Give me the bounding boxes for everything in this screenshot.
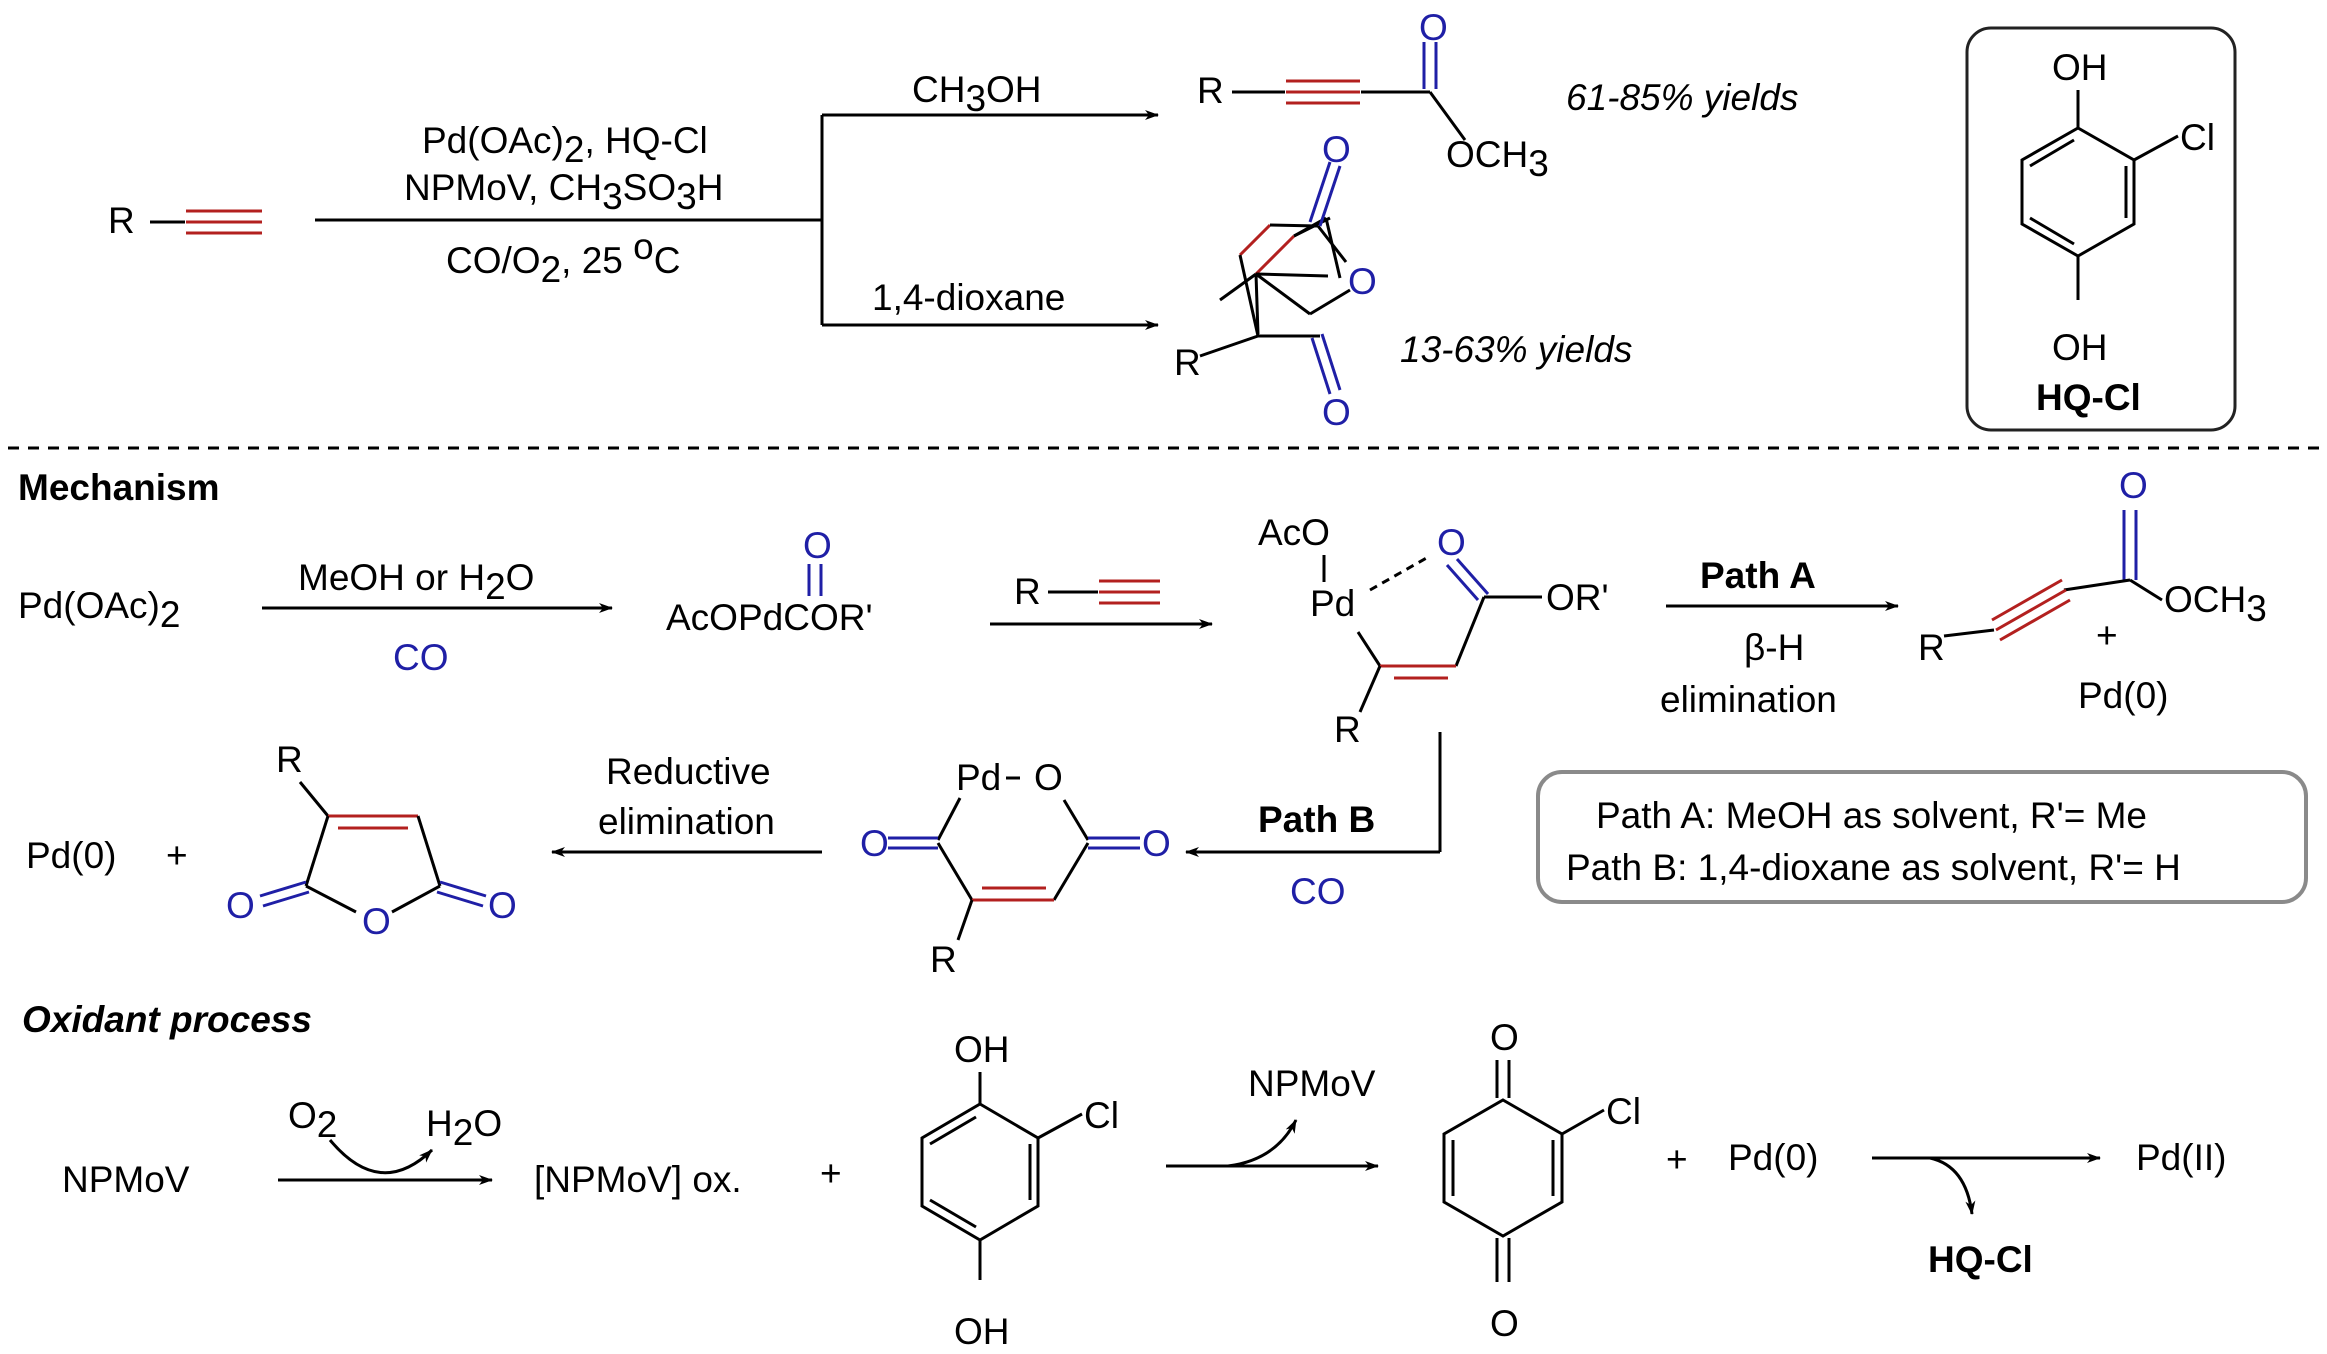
re-label1: Reductive (606, 751, 771, 792)
pathA-product: O OCH3 R + Pd(0) (1918, 465, 2267, 716)
oxidant-curve3 (1929, 1156, 1976, 1215)
top-reaction: R Pd(OAc)2, HQ-Cl NPMoV, CH3SO3H CO/O2, … (108, 7, 2237, 433)
lower-solvent-label: 1,4-dioxane (872, 277, 1065, 318)
oxidant-curve2 (1227, 1119, 1298, 1168)
final-o-ring: O (362, 901, 391, 942)
final-anhydride: R O O O (226, 739, 517, 942)
int-aco: AcO (1258, 512, 1330, 553)
prodA-ome: OCH3 (2164, 579, 2267, 629)
lower-yield: 13-63% yields (1400, 329, 1632, 370)
legend-path-b: Path B: 1,4-dioxane as solvent, R'= H (1566, 847, 2181, 888)
bq-o-top: O (1490, 1017, 1519, 1058)
final-pd0: Pd(0) (26, 835, 116, 876)
final-o-left: O (226, 885, 255, 926)
ester-ome: OCH3 (1446, 134, 1549, 184)
acyl-pd-intermediate: AcOPdCOR' O (666, 525, 873, 638)
vinyl-pd-intermediate: AcO Pd O OR' R (1258, 512, 1609, 750)
anhydride-o-top: O (1322, 129, 1351, 170)
hq-cl-box (1965, 26, 2237, 432)
mechanism-section: Mechanism Pd(OAc)2 MeOH or H2O CO AcOPdC… (18, 465, 2308, 980)
step2-r-label: R (1014, 571, 1041, 612)
hq-cl-label: HQ-Cl (2036, 377, 2141, 418)
bq-o-bottom: O (1490, 1303, 1519, 1344)
oxidant-pd2: Pd(II) (2136, 1137, 2226, 1178)
step1-reagent: MeOH or H2O (298, 557, 534, 607)
acyl-pd-o: O (803, 525, 832, 566)
conditions-line3: CO/O2, 25 oC (446, 226, 680, 290)
pd-cycle-intermediate: Pd O O O R (860, 757, 1171, 980)
oxidant-heading: Oxidant process (22, 999, 312, 1040)
step2-triple-bond (1099, 579, 1160, 605)
pathA-label: Path A (1700, 555, 1816, 596)
pdcycle-o-right: O (1142, 823, 1171, 864)
legend-path-a: Path A: MeOH as solvent, R'= Me (1596, 795, 2147, 836)
ox-hq-oh-bottom: OH (954, 1311, 1010, 1352)
anhydride-r-label: R (1174, 342, 1201, 383)
final-o-right: O (488, 885, 517, 926)
hq-cl-structure: OH Cl OH HQ-Cl (2020, 47, 2215, 418)
pdcycle-r: R (930, 939, 957, 980)
final-r: R (276, 739, 303, 780)
prodA-r: R (1918, 627, 1945, 668)
anhydride-o-ring: O (1348, 261, 1377, 302)
pathB-co: CO (1290, 871, 1346, 912)
oxidant-pd0: Pd(0) (1728, 1137, 1818, 1178)
ox-hq-oh-top: OH (954, 1029, 1010, 1070)
ester-product: R O OCH3 (1197, 7, 1549, 184)
final-plus: + (166, 835, 188, 876)
step1-co: CO (393, 637, 449, 678)
anhydride-product: O O O R (1174, 129, 1377, 433)
pd-oac2: Pd(OAc)2 (18, 585, 180, 635)
int-pd: Pd (1310, 583, 1355, 624)
acyl-pd-text: AcOPdCOR' (666, 597, 873, 638)
upper-yield: 61-85% yields (1566, 77, 1798, 118)
bq-cl: Cl (1606, 1091, 1641, 1132)
ox-hq-cl: Cl (1084, 1095, 1119, 1136)
pdcycle-pd: Pd (956, 757, 1001, 798)
re-label2: elimination (598, 801, 775, 842)
int-or: OR' (1546, 577, 1609, 618)
pdcycle-o-left: O (860, 823, 889, 864)
int-o: O (1437, 522, 1466, 563)
upper-solvent-label: CH3OH (912, 69, 1042, 119)
oxidant-section: Oxidant process NPMoV O2 H2O [NPMoV] ox.… (22, 999, 2226, 1352)
oxidant-npmov-ox: [NPMoV] ox. (534, 1159, 742, 1200)
prodA-o: O (2119, 465, 2148, 506)
prodA-plus: + (2096, 615, 2118, 656)
prodA-pd0: Pd(0) (2078, 675, 2168, 716)
substrate-r-label: R (108, 200, 135, 241)
oxidant-h2o: H2O (426, 1103, 502, 1153)
oxidant-plus1: + (820, 1153, 842, 1194)
oxidant-hq-structure: OH Cl OH (920, 1029, 1119, 1352)
path-legend-box (1536, 770, 2308, 904)
oxidant-curve1 (328, 1139, 434, 1175)
pathA-beta-h: β-H (1744, 627, 1804, 668)
oxidant-arrow-npmov: NPMoV (1248, 1063, 1376, 1104)
hq-oh-top: OH (2052, 47, 2108, 88)
pathA-elimination: elimination (1660, 679, 1837, 720)
oxidant-bq-structure: O Cl O (1442, 1017, 1641, 1344)
conditions-line1: Pd(OAc)2, HQ-Cl (422, 120, 708, 170)
ester-carbonyl-o: O (1419, 7, 1448, 48)
hq-cl-atom: Cl (2180, 117, 2215, 158)
oxidant-npmov: NPMoV (62, 1159, 190, 1200)
pathB-label: Path B (1258, 799, 1375, 840)
oxidant-hqcl: HQ-Cl (1928, 1239, 2033, 1280)
conditions-line2: NPMoV, CH3SO3H (404, 167, 723, 217)
int-r: R (1334, 709, 1361, 750)
hq-oh-bottom: OH (2052, 327, 2108, 368)
oxidant-o2: O2 (288, 1095, 337, 1145)
anhydride-o-bottom: O (1322, 392, 1351, 433)
ester-r-label: R (1197, 70, 1224, 111)
oxidant-plus2: + (1666, 1139, 1688, 1180)
pdcycle-o: O (1034, 757, 1063, 798)
substrate-triple-bond (186, 209, 262, 235)
mechanism-heading: Mechanism (18, 467, 220, 508)
